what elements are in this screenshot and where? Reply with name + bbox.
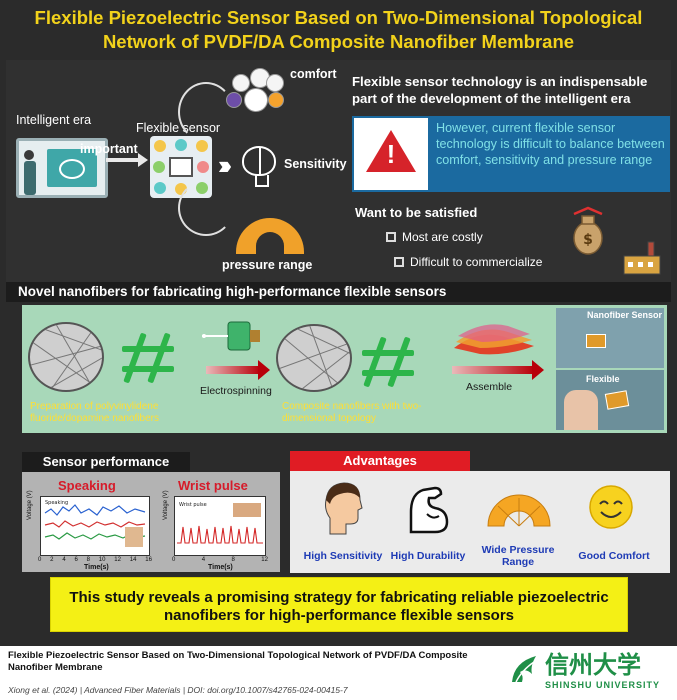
comfort-label: comfort	[290, 67, 337, 81]
advantage-good-comfort: Good Comfort	[578, 550, 650, 562]
wrist-pulse-series	[177, 525, 263, 544]
topology-network-icon	[362, 336, 414, 388]
xtick: 2	[50, 557, 54, 563]
smiley-face-icon	[589, 485, 633, 529]
curved-arrow-down-icon	[178, 180, 234, 236]
warning-icon	[366, 130, 416, 172]
wrist-xticks: 0 4 8 12	[172, 557, 268, 563]
speaking-inset-photo	[125, 527, 143, 547]
speaking-xlabel: Time(s)	[84, 564, 109, 571]
wrist-xlabel: Time(s)	[208, 564, 233, 571]
prep-caption: Preparation of polyvinylidene fluoride/d…	[30, 401, 159, 424]
infographic-poster: Flexible Piezoelectric Sensor Based on T…	[0, 0, 677, 646]
checkbox-icon	[394, 257, 404, 267]
electrospinning-label: Electrospinning	[200, 385, 272, 397]
exclamation-icon: !	[386, 139, 396, 169]
speaking-chart-legend: Speaking	[45, 500, 68, 506]
curved-arrow-up-icon	[178, 82, 234, 142]
xtick: 4	[62, 557, 66, 563]
poster-title-line1: Flexible Piezoelectric Sensor Based on T…	[34, 7, 643, 28]
xtick: 12	[261, 557, 268, 563]
electrospinning-arrow-icon	[206, 360, 270, 380]
warning-text: However, current flexible sensor technol…	[436, 121, 665, 167]
protractor-icon	[487, 494, 551, 527]
advantage-high-sensitivity: High Sensitivity	[303, 550, 383, 562]
wrist-chart-legend: Wrist pulse	[179, 502, 207, 508]
novel-header-bar	[6, 282, 671, 302]
wrist-ylabel: Voltage (V)	[163, 490, 169, 520]
footer-citation: Xiong et al. (2024) | Advanced Fiber Mat…	[8, 685, 348, 695]
nanofiber-sem-image	[28, 322, 104, 392]
xtick: 10	[98, 557, 106, 563]
check-item-commercialize: Difficult to commercialize	[410, 255, 543, 269]
speaking-ylabel: Voltage (V)	[27, 490, 33, 520]
xtick: 4	[201, 557, 206, 563]
xtick: 8	[86, 557, 90, 563]
conclusion-box	[50, 577, 628, 632]
flexible-photo-label: Flexible	[586, 374, 620, 384]
sensor-photo-label: Nanofiber Sensor	[586, 310, 662, 320]
xtick: 14	[129, 557, 137, 563]
fiber-network-icon	[122, 332, 174, 384]
footer-title: Flexible Piezoelectric Sensor Based on T…	[8, 650, 468, 673]
xtick: 6	[74, 557, 78, 563]
wrist-chart: Wrist pulse	[174, 496, 266, 556]
composite-caption: Composite nanofibers with two-dimensiona…	[282, 401, 422, 424]
sensitivity-label: Sensitivity	[284, 157, 347, 171]
layered-membrane-icon	[454, 324, 534, 355]
important-arrow-icon	[106, 153, 148, 167]
novel-header: Novel nanofibers for fabricating high-pe…	[18, 284, 447, 299]
composite-sem-image	[276, 324, 352, 392]
electrospinning-syringe-icon	[202, 321, 260, 351]
presenter-icon	[24, 150, 36, 196]
intro-headline: Flexible sensor technology is an indispe…	[352, 74, 648, 106]
speaking-xticks: 0 2 4 6 8 10 12 14 16	[38, 557, 152, 563]
wrist-inset-photo	[233, 503, 261, 517]
university-logo-icon	[512, 656, 536, 683]
poster-title: Flexible Piezoelectric Sensor Based on T…	[0, 6, 677, 54]
advantages-header: Advantages	[290, 451, 470, 471]
factory-icon	[623, 241, 661, 275]
money-bag-icon: $	[573, 206, 603, 255]
assemble-label: Assemble	[466, 381, 513, 393]
advantage-wide-pressure-range: Wide Pressure Range	[481, 544, 555, 568]
check-item-costly: Most are costly	[402, 230, 483, 244]
want-heading: Want to be satisfied	[355, 205, 478, 220]
flexible-photo: Flexible	[556, 370, 664, 430]
speaking-chart-svg: Speaking	[44, 500, 146, 547]
important-label: important	[80, 142, 138, 156]
chevrons-icon: ›››	[218, 150, 232, 180]
intelligent-era-label: Intelligent era	[16, 113, 92, 127]
pressure-range-label: pressure range	[222, 258, 313, 272]
xtick: 0	[172, 557, 176, 563]
university-logo-cn: 信州大学	[545, 651, 641, 679]
xtick: 12	[114, 557, 121, 563]
muscle-arm-icon	[409, 486, 449, 534]
checkbox-icon	[386, 232, 396, 242]
xtick: 0	[38, 557, 42, 563]
speaking-title: Speaking	[58, 478, 116, 493]
speaking-series-red	[44, 520, 146, 528]
advantage-high-durability: High Durability	[390, 550, 466, 562]
poster-title-line2: Network of PVDF/DA Composite Nanofiber M…	[102, 31, 575, 52]
xtick: 16	[145, 557, 152, 563]
svg-text:$: $	[583, 232, 593, 248]
conclusion-text: This study reveals a promising strategy …	[69, 589, 609, 624]
sensor-photo: Nanofiber Sensor	[556, 308, 664, 368]
xtick: 8	[231, 557, 235, 563]
brain-icon	[242, 146, 276, 187]
monitor-icon	[16, 138, 108, 198]
speaking-chart: Speaking	[40, 496, 150, 556]
assemble-arrow-icon	[452, 360, 544, 380]
performance-header: Sensor performance	[22, 452, 190, 472]
university-logo-en: SHINSHU UNIVERSITY	[545, 680, 661, 690]
wrist-pulse-title: Wrist pulse	[178, 478, 248, 493]
head-profile-icon	[325, 482, 363, 535]
wrist-chart-svg: Wrist pulse	[177, 502, 263, 544]
speaking-series-blue	[44, 504, 146, 516]
